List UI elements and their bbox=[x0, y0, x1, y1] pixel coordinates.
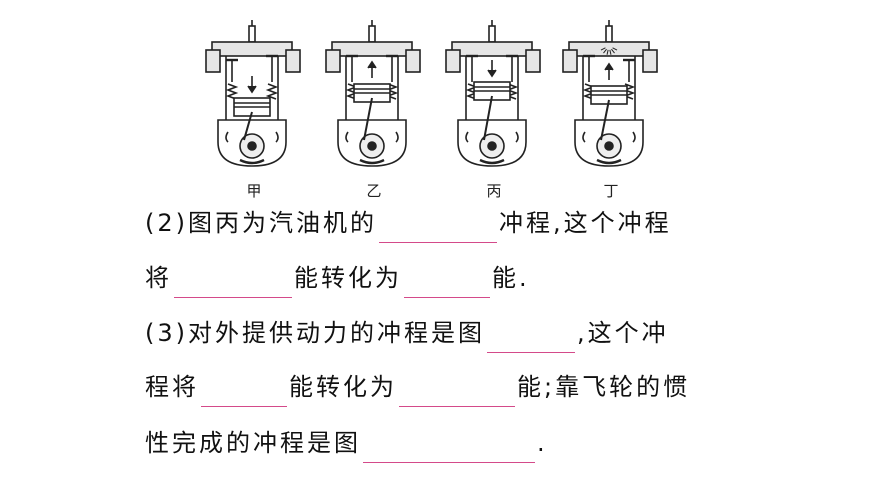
q2-text-e: 能. bbox=[492, 264, 530, 292]
engine-cross-section-icon bbox=[445, 20, 541, 167]
q2-text-b: 冲程,这个冲程 bbox=[499, 209, 672, 237]
question-3-line-1: (3)对外提供动力的冲程是图 ,这个冲 bbox=[145, 313, 669, 353]
engine-diagram-ding bbox=[555, 20, 665, 170]
caption-bing: 丙 bbox=[486, 182, 502, 200]
answer-blank-q2-stroke[interactable] bbox=[379, 210, 497, 243]
q2-text-d: 能转化为 bbox=[294, 264, 402, 292]
answer-blank-q3-inertia-strokes[interactable] bbox=[363, 430, 535, 463]
engine-cross-section-icon bbox=[325, 20, 421, 167]
q2-text-c: 将 bbox=[145, 264, 172, 292]
question-3-line-3: 性完成的冲程是图. bbox=[145, 423, 548, 463]
question-3-line-2: 程将 能转化为 能;靠飞轮的惯 bbox=[145, 367, 690, 407]
q3-text-g: . bbox=[537, 429, 548, 457]
q2-text-a: (2)图丙为汽油机的 bbox=[145, 209, 377, 237]
answer-blank-q3-energy-to[interactable] bbox=[399, 374, 515, 407]
engine-diagram-jia bbox=[198, 20, 308, 170]
q3-text-e: 能;靠飞轮的惯 bbox=[517, 373, 691, 401]
answer-blank-q3-energy-from[interactable] bbox=[201, 374, 287, 407]
engine-cross-section-icon bbox=[562, 20, 658, 167]
caption-ding: 丁 bbox=[603, 182, 619, 200]
engine-diagram-yi bbox=[318, 20, 428, 170]
engine-stroke-figure: 甲 乙 丙 丁 bbox=[0, 0, 870, 210]
engine-cross-section-icon bbox=[205, 20, 301, 167]
engine-diagram-bing bbox=[438, 20, 548, 170]
q3-text-c: 程将 bbox=[145, 373, 199, 401]
answer-blank-q3-power-stroke[interactable] bbox=[487, 320, 575, 353]
q3-text-d: 能转化为 bbox=[289, 373, 397, 401]
caption-jia: 甲 bbox=[246, 182, 262, 200]
question-2-line-1: (2)图丙为汽油机的 冲程,这个冲程 bbox=[145, 203, 672, 243]
q3-text-a: (3)对外提供动力的冲程是图 bbox=[145, 319, 485, 347]
answer-blank-q2-energy-from[interactable] bbox=[174, 265, 292, 298]
answer-blank-q2-energy-to[interactable] bbox=[404, 265, 490, 298]
question-2-line-2: 将 能转化为 能. bbox=[145, 258, 530, 298]
caption-yi: 乙 bbox=[366, 182, 382, 200]
q3-text-f: 性完成的冲程是图 bbox=[145, 429, 361, 457]
q3-text-b: ,这个冲 bbox=[577, 319, 669, 347]
